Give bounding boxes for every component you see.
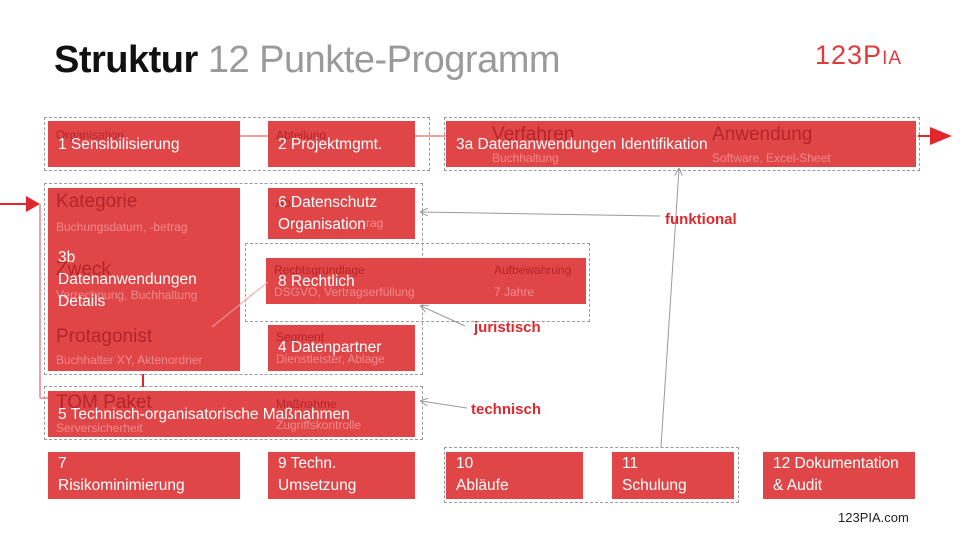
frame-technisch (44, 386, 423, 440)
juristisch-arrow (421, 306, 466, 327)
box-datenanwendungen-details[interactable]: Kategorie Buchungsdatum, -betrag Zweck V… (48, 188, 240, 371)
box-datenanwendungen-identifikation[interactable]: Verfahren Buchhaltung Anwendung Software… (446, 121, 916, 167)
label-segment-sub: Dienstleister, Ablage (276, 352, 385, 366)
box-datenpartner[interactable]: Segment Dienstleister, Ablage 4 Datenpar… (268, 325, 415, 371)
box-sensibilisierung[interactable]: Organisation 1 Sensibilisierung (48, 121, 240, 167)
box-techn-umsetzung[interactable]: 9 Techn. Umsetzung (268, 452, 415, 499)
label-rechtsgrundlage-sub: DSGVO, Vertragserfüllung (274, 285, 415, 299)
label-ab: Ab (276, 196, 291, 210)
box-ablaeufe[interactable]: 10 Abläufe (446, 452, 583, 499)
box-label: 5 Technisch-organisatorische Maßnahmen (58, 406, 350, 423)
schulung-up-arrow (660, 169, 679, 448)
label-massnahme-sub: Zugriffskontrolle (276, 418, 362, 432)
box-label: 7 Risikominimierung (58, 455, 185, 494)
label-software: Software, Excel-Sheet (712, 151, 831, 165)
right-exit-arrowhead (930, 127, 952, 145)
box-label: 9 Techn. Umsetzung (278, 455, 357, 494)
box-label: 3a Datenanwendungen Identifikation (456, 136, 708, 153)
box-rechtlich[interactable]: Rechtsgrundlage DSGVO, Vertragserfüllung… (266, 258, 586, 304)
label-protagonist-sub: Buchhalter XY, Aktenordner (56, 353, 203, 367)
box-technisch-organisatorisch[interactable]: TOM Paket Serversicherheit Maßnahme Zugr… (48, 391, 415, 437)
funktional-arrow (421, 212, 661, 217)
label-anwendung: Anwendung (712, 124, 813, 145)
box-label: 10 Abläufe (456, 455, 509, 494)
box-projektmgmt[interactable]: Abteilung 2 Projektmgmt. (268, 121, 415, 167)
box-label: 4 Datenpartner (278, 339, 382, 356)
label-buchhaltung: Buchhaltung (492, 151, 559, 165)
frame-top-left (44, 117, 430, 171)
label-verfahren: Verfahren (492, 124, 575, 145)
label-aufbewahrung: Aufbewahrung (494, 263, 572, 277)
box-label: 3b Datenanwendungen Details (58, 249, 197, 310)
zweck-rechtlich-link (211, 281, 269, 328)
box-risikominimierung[interactable]: 7 Risikominimierung (48, 452, 240, 499)
box-label: 2 Projektmgmt. (278, 136, 383, 153)
box-label: 8 Rechtlich (278, 273, 355, 290)
label-kategorie-sub: Buchungsdatum, -betrag (56, 220, 188, 234)
label-zweck: Zweck (56, 259, 111, 280)
label-aufbewahrung-sub: 7 Jahre (494, 285, 535, 299)
page-title: Struktur 12 Punkte-Programm (54, 38, 561, 82)
label-tom-sub: Serversicherheit (56, 421, 143, 435)
label-rechtsgrundlage: Rechtsgrundlage (274, 263, 365, 277)
title-bold: Struktur (54, 39, 198, 81)
left-entry-arrowhead (26, 196, 40, 212)
box-label: 12 Dokumentation & Audit (773, 455, 899, 494)
box-schulung[interactable]: 11 Schulung (612, 452, 734, 499)
label-ab-sub: rag (366, 216, 384, 230)
label-protagonist: Protagonist (56, 326, 153, 347)
label-kategorie: Kategorie (56, 191, 138, 212)
box-label: 11 Schulung (622, 455, 687, 494)
footer-url: 123PIA.com (838, 510, 909, 525)
label-massnahme: Maßnahme (276, 397, 337, 411)
label-abteilung: Abteilung (276, 128, 327, 142)
label-tom-paket: TOM Paket (56, 392, 152, 413)
brand-logo: 123PIA (815, 40, 903, 70)
tag-technisch: technisch (471, 401, 542, 418)
tag-funktional: funktional (665, 211, 737, 228)
box-label: 1 Sensibilisierung (58, 136, 180, 153)
box-datenschutz-organisation[interactable]: Ab rag 6 Datenschutz Organisation (268, 188, 415, 239)
label-zweck-sub: Verrechnung, Buchhaltung (56, 288, 198, 302)
box-label: 6 Datenschutz Organisation (278, 194, 378, 233)
label-segment: Segment (276, 330, 325, 344)
box-dokumentation-audit[interactable]: 12 Dokumentation & Audit (763, 452, 915, 499)
title-light: 12 Punkte-Programm (207, 39, 561, 81)
tag-juristisch: juristisch (474, 319, 541, 336)
technisch-arrow (421, 401, 468, 409)
frame-rechtlich (245, 243, 590, 322)
frame-ablaeufe-schulung (444, 447, 739, 503)
label-organisation: Organisation (56, 128, 125, 142)
